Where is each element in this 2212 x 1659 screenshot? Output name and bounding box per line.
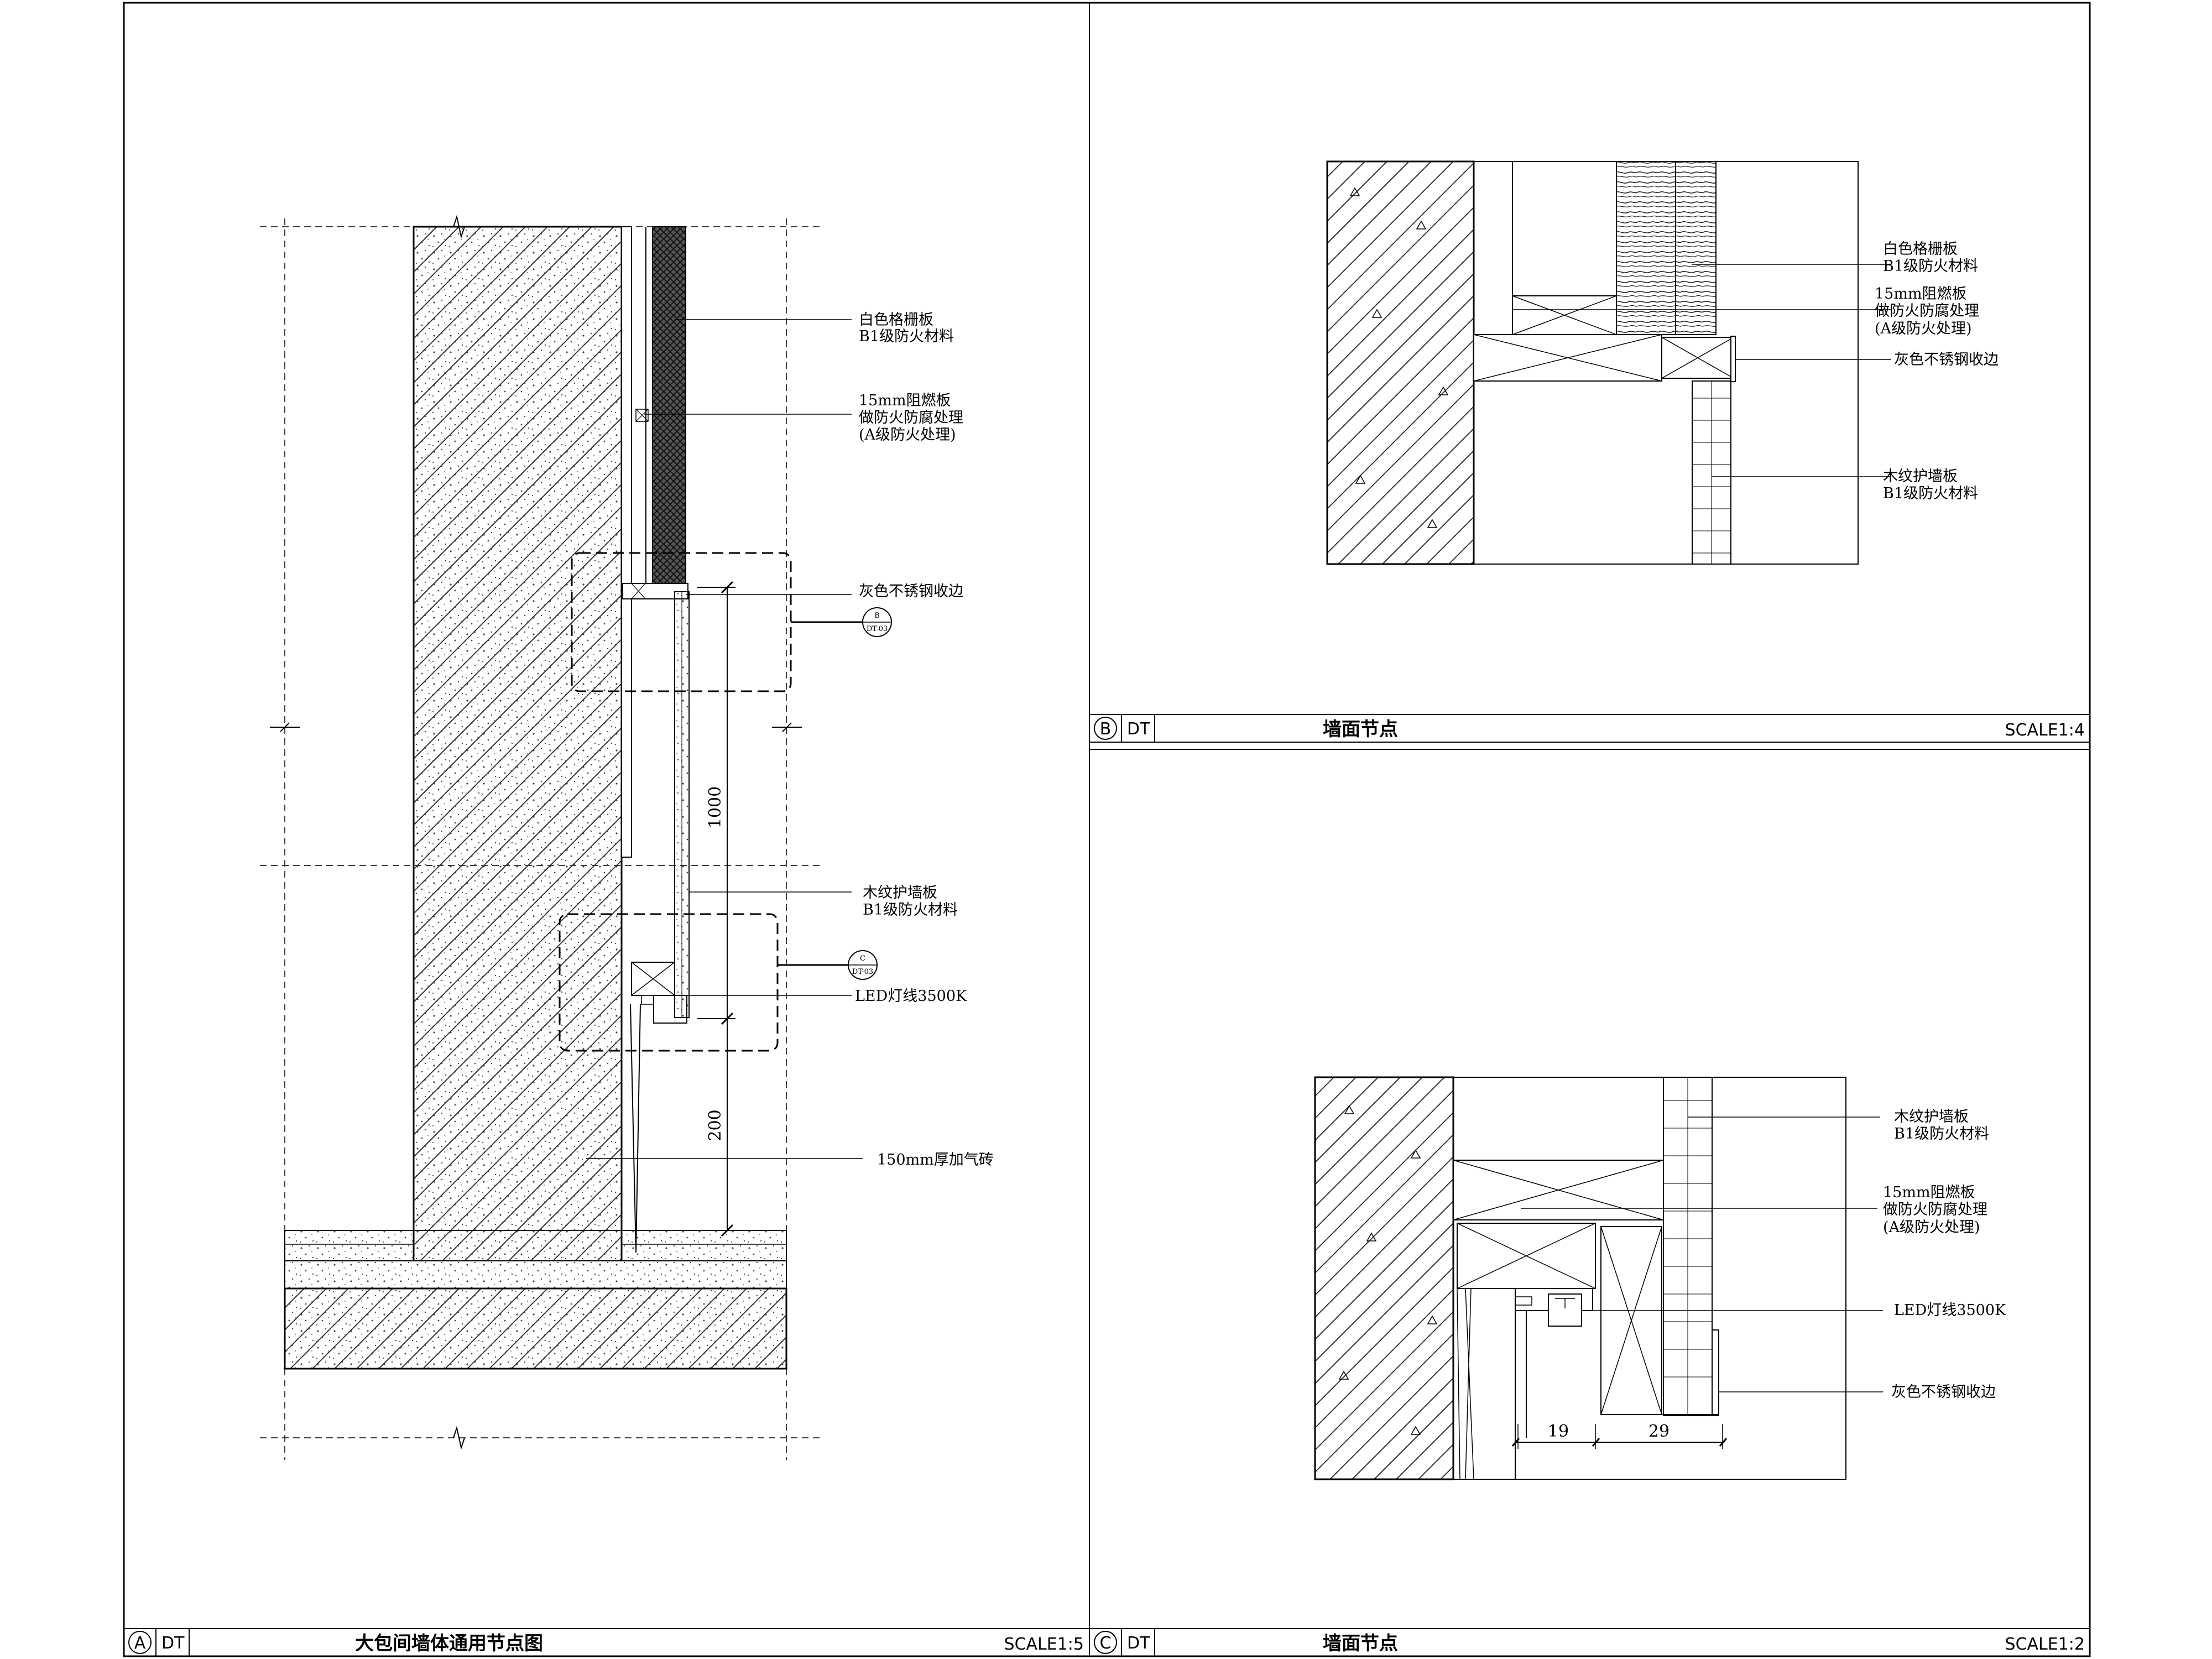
b-label-steel-edge: 灰色不锈钢收边 <box>1894 351 1999 368</box>
c-label-fire-board-1: 15mm阻燃板 <box>1883 1184 1975 1201</box>
a-label-white-grille-2: B1级防火材料 <box>859 328 954 345</box>
a-callout-b-bottom: DT-03 <box>867 625 888 633</box>
a-label-wood-panel-1: 木纹护墙板 <box>863 884 937 901</box>
a-label-steel-edge: 灰色不锈钢收边 <box>859 583 963 600</box>
panel-c-scale: SCALE1:2 <box>2005 1635 2085 1654</box>
a-dim-1000: 1000 <box>706 786 725 828</box>
c-label-wood-panel-2: B1级防火材料 <box>1894 1125 1989 1142</box>
a-label-wood-panel-2: B1级防火材料 <box>863 901 958 919</box>
b-label-fire-board-3: (A级防火处理) <box>1875 320 1972 337</box>
panel-a-code: DT <box>161 1634 185 1653</box>
c-label-fire-board-2: 做防火防腐处理 <box>1883 1201 1987 1218</box>
b-label-white-grille-2: B1级防火材料 <box>1883 258 1978 275</box>
panel-a-letter: A <box>134 1634 146 1653</box>
c-label-fire-board-3: (A级防火处理) <box>1883 1219 1980 1236</box>
panel-c-drawing <box>1314 1076 1883 1480</box>
panel-b-letter: B <box>1100 719 1112 739</box>
b-label-fire-board-2: 做防火防腐处理 <box>1875 302 1979 320</box>
a-dim-200: 200 <box>706 1109 725 1141</box>
panel-c-letter: C <box>1100 1634 1112 1653</box>
c-label-wood-panel-1: 木纹护墙板 <box>1894 1108 1969 1125</box>
a-label-fire-board-1: 15mm阻燃板 <box>859 392 951 409</box>
title-bar-b <box>1089 714 2090 743</box>
a-callout-c-top: C <box>860 954 865 963</box>
b-label-wood-panel-2: B1级防火材料 <box>1883 485 1978 502</box>
c-dim-29: 29 <box>1648 1422 1670 1441</box>
panel-a-scale: SCALE1:5 <box>1004 1635 1084 1654</box>
a-label-led: LED灯线3500K <box>855 988 967 1005</box>
panel-b-code: DT <box>1127 719 1150 739</box>
a-label-brick: 150mm厚加气砖 <box>877 1151 994 1168</box>
panel-b-scale: SCALE1:4 <box>2005 721 2085 740</box>
b-label-white-grille-1: 白色格栅板 <box>1883 241 1958 258</box>
c-label-led: LED灯线3500K <box>1894 1302 2006 1319</box>
a-callout-b-top: B <box>874 612 880 620</box>
panel-c-title: 墙面节点 <box>1323 1632 1398 1655</box>
a-label-fire-board-2: 做防火防腐处理 <box>859 409 963 426</box>
panel-c-code: DT <box>1127 1634 1150 1653</box>
a-callout-c-bottom: DT-03 <box>852 968 873 976</box>
title-bar-c <box>1089 1628 2090 1657</box>
b-label-fire-board-1: 15mm阻燃板 <box>1875 285 1967 302</box>
c-dim-19: 19 <box>1548 1422 1569 1441</box>
a-label-white-grille-1: 白色格栅板 <box>859 311 933 328</box>
panel-a-title: 大包间墙体通用节点图 <box>355 1632 543 1655</box>
a-label-fire-board-3: (A级防火处理) <box>859 426 956 444</box>
title-bar-a <box>123 1628 1090 1657</box>
panel-b-title: 墙面节点 <box>1323 718 1398 740</box>
c-label-steel-edge: 灰色不锈钢收边 <box>1891 1384 1996 1401</box>
panel-a-drawing <box>260 215 892 1460</box>
panel-b-drawing <box>1326 160 1891 565</box>
b-label-wood-panel-1: 木纹护墙板 <box>1883 468 1958 485</box>
